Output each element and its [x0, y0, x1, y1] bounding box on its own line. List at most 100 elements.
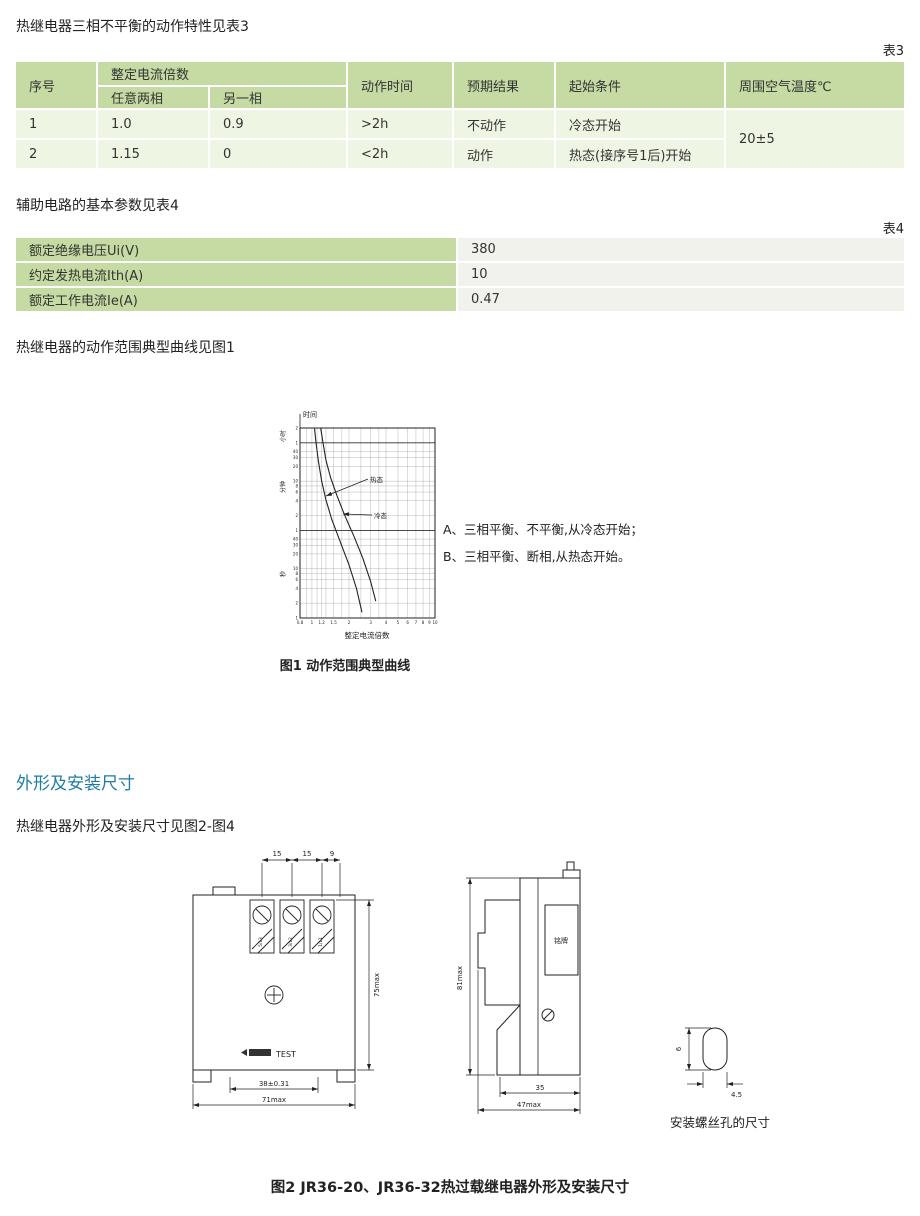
cell-temp: 20±5 — [726, 110, 904, 168]
fig1-intro: 热继电器的动作范围典型曲线见图1 — [16, 340, 235, 356]
param-value: 10 — [458, 263, 904, 286]
svg-text:1: 1 — [311, 620, 314, 625]
section-title-dimensions: 外形及安装尺寸 — [16, 774, 135, 794]
svg-text:1: 1 — [295, 528, 298, 533]
y-unit-hours: 小时 — [279, 430, 287, 442]
dim-38: 38±0.31 — [259, 1080, 289, 1088]
svg-text:2: 2 — [295, 426, 298, 431]
y-axis-title: 时间 — [303, 410, 317, 419]
svg-text:0.8: 0.8 — [297, 620, 304, 625]
table3-intro: 热继电器三相不平衡的动作特性见表3 — [16, 19, 249, 35]
hole-dimension-lines — [685, 1027, 743, 1088]
svg-text:20: 20 — [293, 464, 299, 469]
svg-text:8: 8 — [422, 620, 425, 625]
dim-71max: 71max — [262, 1096, 286, 1104]
svg-text:1.2: 1.2 — [318, 620, 325, 625]
dim-4-5: 4.5 — [731, 1091, 742, 1099]
table4: 额定绝缘电压Ui(V) 380 约定发热电流Ith(A) 10 额定工作电流Ie… — [14, 236, 906, 313]
svg-text:40: 40 — [293, 449, 299, 454]
y-unit-minutes: 分钟 — [279, 481, 287, 493]
test-slider — [249, 1049, 271, 1056]
fig1-note-a: A、三相平衡、不平衡,从冷态开始； — [443, 522, 644, 537]
dim-9: 9 — [330, 850, 334, 858]
table3: 序号 整定电流倍数 动作时间 预期结果 起始条件 周围空气温度℃ 任意两相 另一… — [14, 60, 906, 170]
table3-header-temp: 周围空气温度℃ — [726, 62, 904, 108]
svg-text:2: 2 — [295, 513, 298, 518]
dim-75max: 75max — [373, 973, 381, 997]
svg-text:7: 7 — [415, 620, 418, 625]
fig2-caption: 图2 JR36-20、JR36-32热过载继电器外形及安装尺寸 — [270, 1180, 630, 1196]
svg-text:1: 1 — [295, 440, 298, 445]
dim-6: 6 — [675, 1046, 683, 1051]
cell-no: 1 — [16, 110, 96, 138]
svg-text:5: 5 — [397, 620, 400, 625]
svg-text:6: 6 — [295, 577, 298, 582]
terminal-label: 5/L3 — [258, 937, 264, 947]
table-row: 额定绝缘电压Ui(V) 380 — [16, 238, 904, 261]
svg-text:4: 4 — [385, 620, 388, 625]
table3-header-time: 动作时间 — [348, 62, 453, 108]
cell-time: >2h — [348, 110, 453, 138]
table3-header-start: 起始条件 — [556, 62, 725, 108]
dim-81max: 81max — [456, 966, 464, 990]
cell-two: 1.0 — [98, 110, 208, 138]
table4-intro: 辅助电路的基本参数见表4 — [16, 198, 179, 214]
y-unit-seconds: 秒 — [279, 571, 287, 577]
hole-caption: 安装螺丝孔的尺寸 — [669, 1115, 770, 1130]
front-dimension-lines — [192, 858, 374, 1109]
svg-text:1.5: 1.5 — [330, 620, 337, 625]
table3-header-multiple: 整定电流倍数 — [98, 62, 347, 85]
svg-text:6: 6 — [295, 490, 298, 495]
cell-result: 动作 — [454, 140, 555, 168]
hot-curve-label: 热态 — [370, 475, 384, 484]
svg-text:4: 4 — [295, 586, 298, 591]
mounting-slot-outline — [702, 1027, 728, 1071]
param-value: 0.47 — [458, 288, 904, 311]
cell-no: 2 — [16, 140, 96, 168]
svg-text:6: 6 — [406, 620, 409, 625]
table3-header-any-two: 任意两相 — [98, 87, 208, 108]
svg-text:10: 10 — [432, 620, 438, 625]
side-dimension-lines — [466, 877, 581, 1114]
dim-15-right: 15 — [303, 850, 312, 858]
nameplate-label: 铭牌 — [554, 936, 568, 945]
fig2-intro: 热继电器外形及安装尺寸见图2-图4 — [16, 819, 235, 835]
svg-text:3: 3 — [369, 620, 372, 625]
cell-other: 0 — [210, 140, 347, 168]
svg-text:8: 8 — [295, 571, 298, 576]
svg-text:30: 30 — [293, 543, 299, 548]
cold-curve-leader-line — [342, 512, 373, 517]
cell-two: 1.15 — [98, 140, 208, 168]
center-screw-icon — [264, 985, 284, 1005]
fig2-side-view: 铭牌 81max 35 47max — [456, 861, 581, 1114]
table-row: 1 1.0 0.9 >2h 不动作 冷态开始 20±5 — [16, 110, 904, 168]
svg-text:1: 1 — [295, 616, 298, 621]
test-arrow-icon — [241, 1049, 247, 1056]
cell-other: 0.9 — [210, 110, 347, 138]
svg-text:20: 20 — [293, 551, 299, 556]
dim-35: 35 — [536, 1084, 545, 1092]
svg-text:9: 9 — [428, 620, 431, 625]
param-label: 额定绝缘电压Ui(V) — [16, 238, 456, 261]
svg-text:10: 10 — [293, 566, 299, 571]
side-body-outline — [477, 861, 581, 1076]
dim-47max: 47max — [517, 1101, 541, 1109]
svg-text:10: 10 — [293, 479, 299, 484]
table3-header-expect: 预期结果 — [454, 62, 555, 108]
svg-text:40: 40 — [293, 537, 299, 542]
x-axis-title: 整定电流倍数 — [345, 630, 390, 640]
param-label: 约定发热电流Ith(A) — [16, 263, 456, 286]
table3-label: 表3 — [882, 44, 904, 59]
param-label: 额定工作电流Ie(A) — [16, 288, 456, 311]
svg-text:4: 4 — [295, 498, 298, 503]
cell-time: <2h — [348, 140, 453, 168]
hot-curve-leader-line — [325, 478, 369, 497]
dim-15-left: 15 — [273, 850, 282, 858]
table-row: 约定发热电流Ith(A) 10 — [16, 263, 904, 286]
fig1-caption: 图1 动作范围典型曲线 — [279, 659, 411, 674]
cell-result: 不动作 — [454, 110, 555, 138]
terminal-label: 3/L2 — [288, 937, 294, 947]
table3-header-no: 序号 — [16, 62, 96, 108]
